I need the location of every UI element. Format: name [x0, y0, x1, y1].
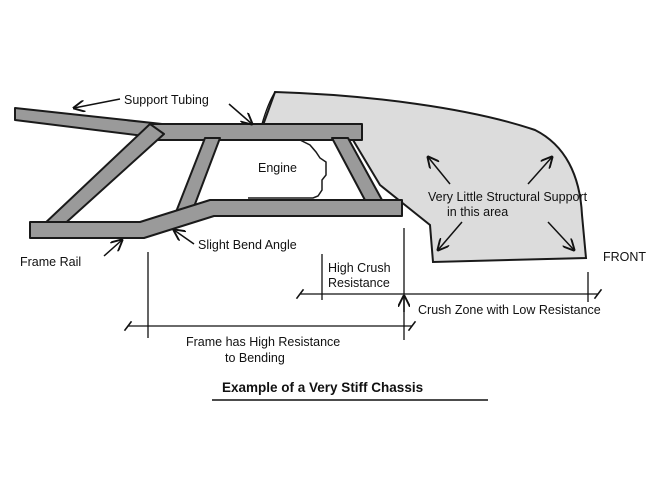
front-body-shell: [260, 90, 588, 264]
support-tubing-label: Support Tubing: [124, 93, 209, 107]
frame-rail-label: Frame Rail: [20, 255, 81, 269]
structural-support-label-line2: in this area: [447, 205, 508, 219]
body-edge: [261, 91, 276, 125]
arrow-down-right: [547, 221, 574, 250]
arrow-down-left: [438, 221, 463, 250]
high-crush-label-line2: Resistance: [328, 276, 390, 290]
arrow-up-left: [428, 157, 451, 185]
structural-support-label-line1: Very Little Structural Support: [428, 190, 588, 204]
frame-resistance-label-line1: Frame has High Resistance: [186, 335, 340, 349]
support-tubing-arrow-left: [74, 98, 121, 108]
crush-zone-label: Crush Zone with Low Resistance: [418, 303, 601, 317]
diagonal-tube-rear: [41, 123, 165, 229]
frame-resistance-label-line2: to Bending: [225, 351, 285, 365]
front-label: FRONT: [603, 250, 646, 264]
slight-bend-arrow: [174, 230, 195, 245]
engine-outline: [248, 139, 327, 199]
frame-rail-arrow: [103, 240, 122, 257]
high-crush-label-line1: High Crush: [328, 261, 391, 275]
support-tubing-arrow-right: [228, 103, 252, 124]
arrow-up-right: [527, 157, 552, 185]
diagram-title: Example of a Very Stiff Chassis: [222, 380, 423, 395]
engine-label: Engine: [258, 161, 297, 175]
upper-support-tube: [149, 123, 363, 141]
slight-bend-label: Slight Bend Angle: [198, 238, 297, 252]
frame-rail: [29, 199, 403, 239]
